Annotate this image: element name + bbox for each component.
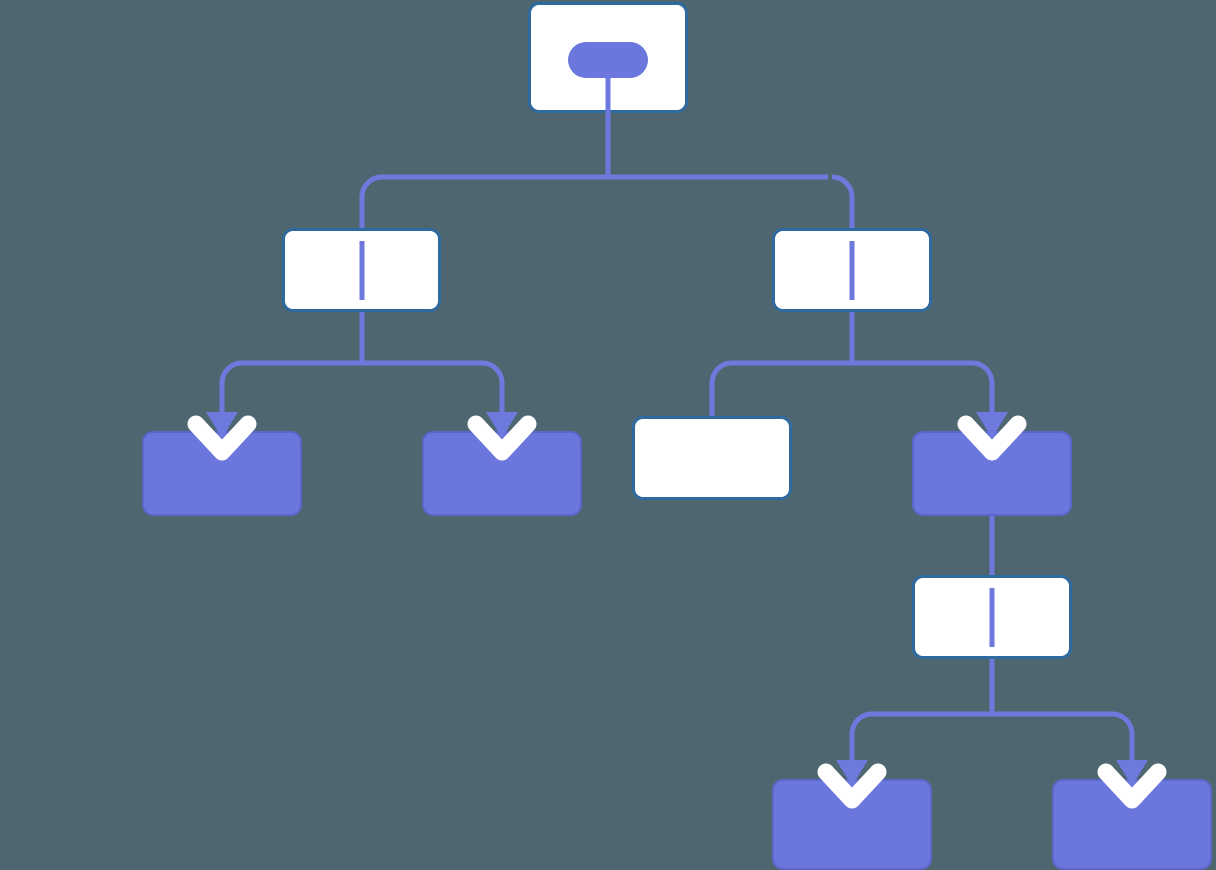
- node-level4-right[interactable]: [1052, 779, 1212, 870]
- node-level2-d[interactable]: [912, 431, 1072, 516]
- node-root[interactable]: [528, 2, 688, 113]
- node-level2-c[interactable]: [632, 416, 792, 500]
- root-pill-marker: [568, 42, 648, 78]
- edge-n0-n1: [359, 113, 855, 228]
- node-level4-left[interactable]: [772, 779, 932, 870]
- node-level2-b[interactable]: [422, 431, 582, 516]
- node-level2-a[interactable]: [142, 431, 302, 516]
- node-level1-right[interactable]: [772, 228, 932, 312]
- node-level3[interactable]: [912, 575, 1072, 659]
- node-level1-left[interactable]: [282, 228, 441, 312]
- edge-n2-children: [709, 312, 995, 446]
